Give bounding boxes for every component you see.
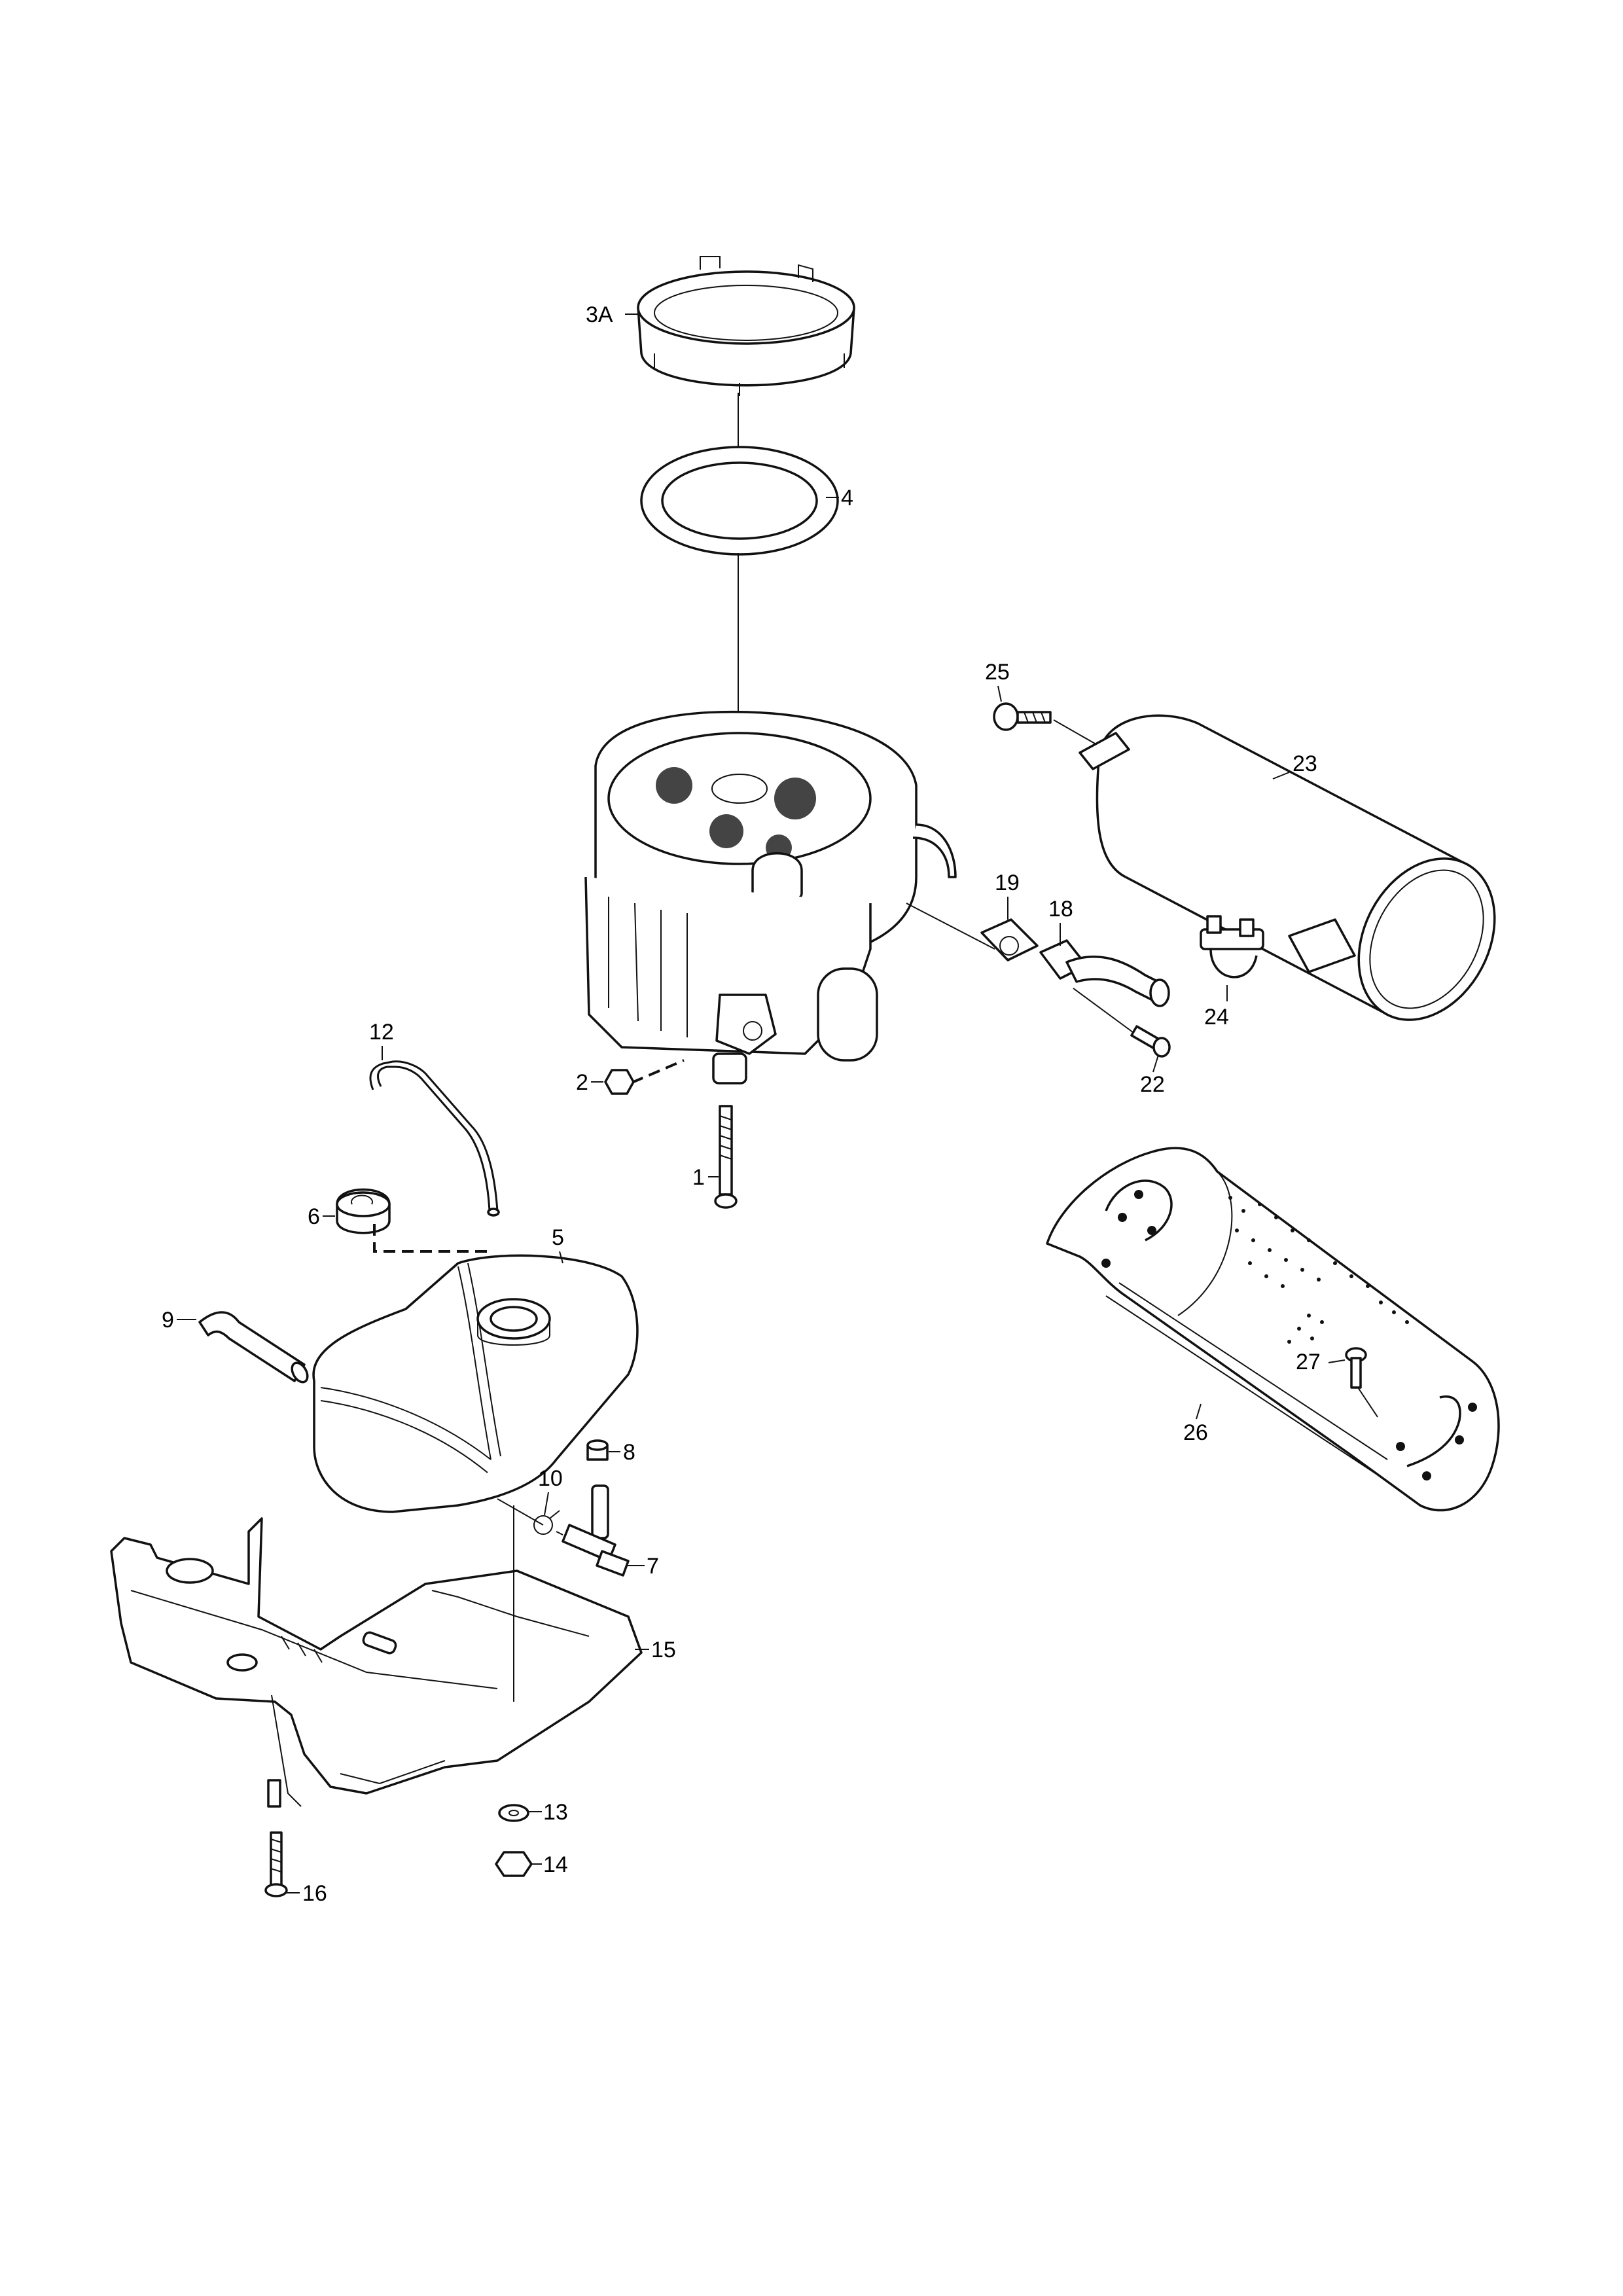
callout-24: 24: [1204, 1005, 1229, 1030]
leader-line: [497, 1498, 544, 1526]
callout-25: 25: [985, 660, 1010, 685]
leader-line: [1073, 988, 1136, 1035]
callout-9: 9: [162, 1308, 174, 1333]
callout-2: 2: [576, 1070, 588, 1095]
part-exhaust-pipe: [1039, 939, 1170, 1007]
part-muffler: [1079, 714, 1496, 1021]
part-exhaust-gasket: [980, 918, 1039, 961]
callout-10: 10: [538, 1466, 563, 1491]
part-nut: [495, 1851, 533, 1877]
part-tank-bracket: [110, 1517, 643, 1808]
callout-4: 4: [841, 486, 853, 511]
callout-19: 19: [995, 870, 1020, 895]
part-heat-shield: [1046, 1147, 1500, 1512]
part-fuel-valve: [556, 1484, 630, 1577]
part-fuel-hose: [369, 1060, 500, 1217]
part-screw: [993, 702, 1052, 731]
part-screw: [264, 1831, 288, 1897]
callout-1: 1: [692, 1165, 705, 1190]
callout-18: 18: [1048, 897, 1073, 922]
part-nut: [604, 1069, 635, 1095]
callout-23: 23: [1293, 751, 1317, 776]
part-fuel-cap: [336, 1188, 391, 1234]
part-clamp: [1200, 915, 1264, 978]
callout-7: 7: [647, 1554, 659, 1579]
callout-16: 16: [302, 1881, 327, 1906]
part-bolt: [714, 1105, 738, 1209]
leader-line: [1053, 719, 1100, 747]
part-engine: [584, 710, 957, 1085]
part-grommet: [586, 1439, 609, 1461]
callout-12: 12: [369, 1020, 394, 1045]
part-hose: [198, 1311, 309, 1384]
part-air-cleaner-cover: [637, 256, 855, 396]
callout-26: 26: [1183, 1420, 1208, 1445]
callout-15: 15: [651, 1638, 676, 1662]
part-screw: [1345, 1347, 1367, 1389]
callout-3A: 3A: [586, 302, 613, 327]
leader-line: [1357, 1387, 1378, 1418]
part-fuel-tank: [312, 1254, 639, 1513]
part-screw: [1130, 1025, 1171, 1058]
part-filter-gasket: [640, 446, 839, 556]
callout-27: 27: [1296, 1350, 1321, 1374]
callout-6: 6: [308, 1204, 320, 1229]
callout-8: 8: [623, 1440, 635, 1465]
callout-22: 22: [1140, 1072, 1165, 1097]
callout-labels: 3A 4 25 23 19 18 24 22 12 2 1 6 5 9 8 10: [162, 302, 1346, 1906]
part-hose-clip: [533, 1510, 560, 1535]
callout-5: 5: [552, 1225, 564, 1250]
dashed-connector: [615, 1059, 685, 1091]
callout-14: 14: [543, 1852, 568, 1877]
part-washer: [498, 1804, 529, 1822]
callout-13: 13: [543, 1800, 568, 1825]
leader-line: [906, 903, 995, 950]
